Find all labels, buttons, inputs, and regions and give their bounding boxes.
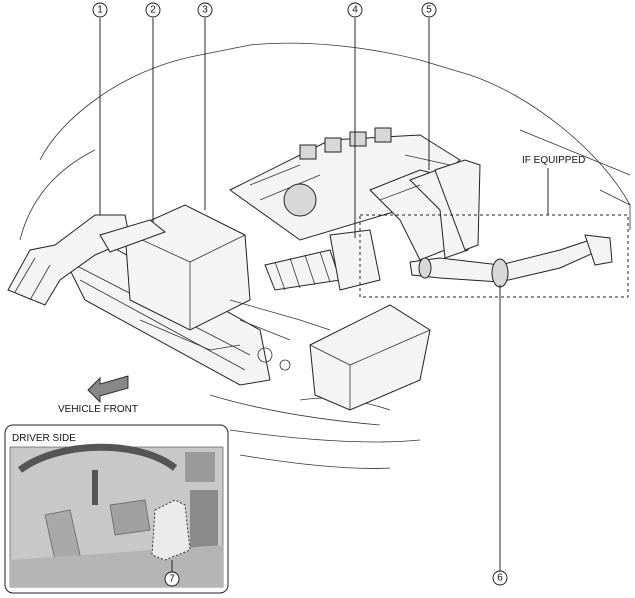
callout-6: 6 [492,570,508,586]
if-equipped-label: IF EQUIPPED [522,155,585,166]
svg-text:4: 4 [352,5,358,16]
driver-side-label: DRIVER SIDE [12,433,76,444]
callout-4: 4 [347,2,363,18]
vehicle-front-label: VEHICLE FRONT [58,404,138,415]
engine-lower-details [139,299,331,371]
vehicle-front-arrow-icon [87,375,129,404]
callout-7: 7 [169,574,175,585]
svg-text:5: 5 [426,5,432,16]
relay-box [309,304,431,411]
if-equipped-box [359,214,629,298]
svg-text:2: 2 [150,5,156,16]
vehicle-body-outline [19,42,631,469]
callout-2: 2 [145,2,161,18]
engine-cylinder-head [229,127,461,241]
callout-5: 5 [421,2,437,18]
svg-text:1: 1 [97,5,103,16]
optional-hose [409,234,613,288]
callout-leaders [99,18,549,575]
svg-text:3: 3 [202,5,208,16]
fresh-air-duct [99,219,167,253]
air-cleaner-box [124,204,251,331]
svg-text:6: 6 [497,573,503,584]
callout-3: 3 [197,2,213,18]
intake-manifold [369,159,481,261]
callout-1: 1 [92,2,108,18]
intake-hose [264,183,381,291]
driver-side-inset: DRIVER SIDE 7 [4,424,229,594]
